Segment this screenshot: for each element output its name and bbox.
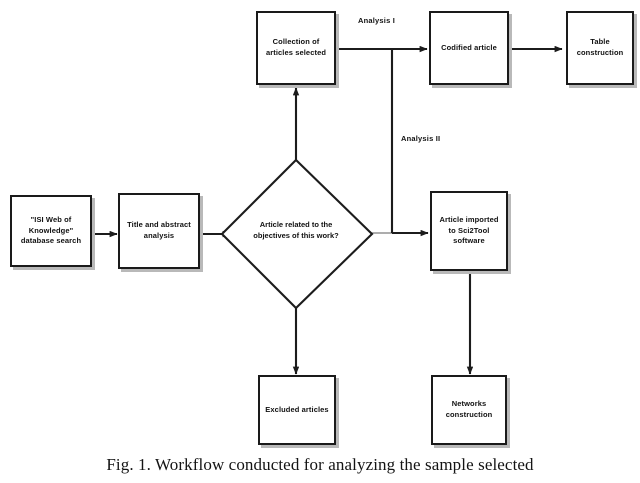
node-networks-construction-label: Networks construction bbox=[445, 399, 493, 419]
decision-diamond-shape bbox=[220, 158, 374, 310]
edge-label-analysis-two: Analysis II bbox=[401, 134, 441, 143]
node-article-imported-label: Article imported to Sci2Tool software bbox=[439, 214, 499, 246]
node-networks-construction[interactable]: Networks construction bbox=[431, 375, 507, 445]
node-database-search-label: "ISI Web of Knowledge" database search bbox=[20, 214, 82, 246]
node-table-construction[interactable]: Table construction bbox=[566, 11, 634, 85]
node-excluded-articles[interactable]: Excluded articles bbox=[258, 375, 336, 445]
node-database-search[interactable]: "ISI Web of Knowledge" database search bbox=[10, 195, 92, 267]
node-decision-relevance[interactable]: Article related to the objectives of thi… bbox=[221, 159, 371, 309]
node-table-construction-label: Table construction bbox=[576, 37, 624, 57]
node-title-abstract-analysis-label: Title and abstract analysis bbox=[127, 220, 191, 240]
edge-label-analysis-one: Analysis I bbox=[358, 16, 396, 25]
node-collection-articles[interactable]: Collection of articles selected bbox=[256, 11, 336, 85]
node-title-abstract-analysis[interactable]: Title and abstract analysis bbox=[118, 193, 200, 269]
node-codified-article[interactable]: Codified article bbox=[429, 11, 509, 85]
node-decision-relevance-label: Article related to the objectives of thi… bbox=[253, 220, 339, 241]
node-article-imported[interactable]: Article imported to Sci2Tool software bbox=[430, 191, 508, 271]
flowchart-connector-canvas bbox=[93, 45, 563, 375]
node-collection-articles-label: Collection of articles selected bbox=[265, 37, 327, 57]
node-codified-article-label: Codified article bbox=[441, 42, 497, 52]
figure-caption: Fig. 1. Workflow conducted for analyzing… bbox=[106, 455, 534, 474]
node-excluded-articles-label: Excluded articles bbox=[265, 404, 329, 414]
